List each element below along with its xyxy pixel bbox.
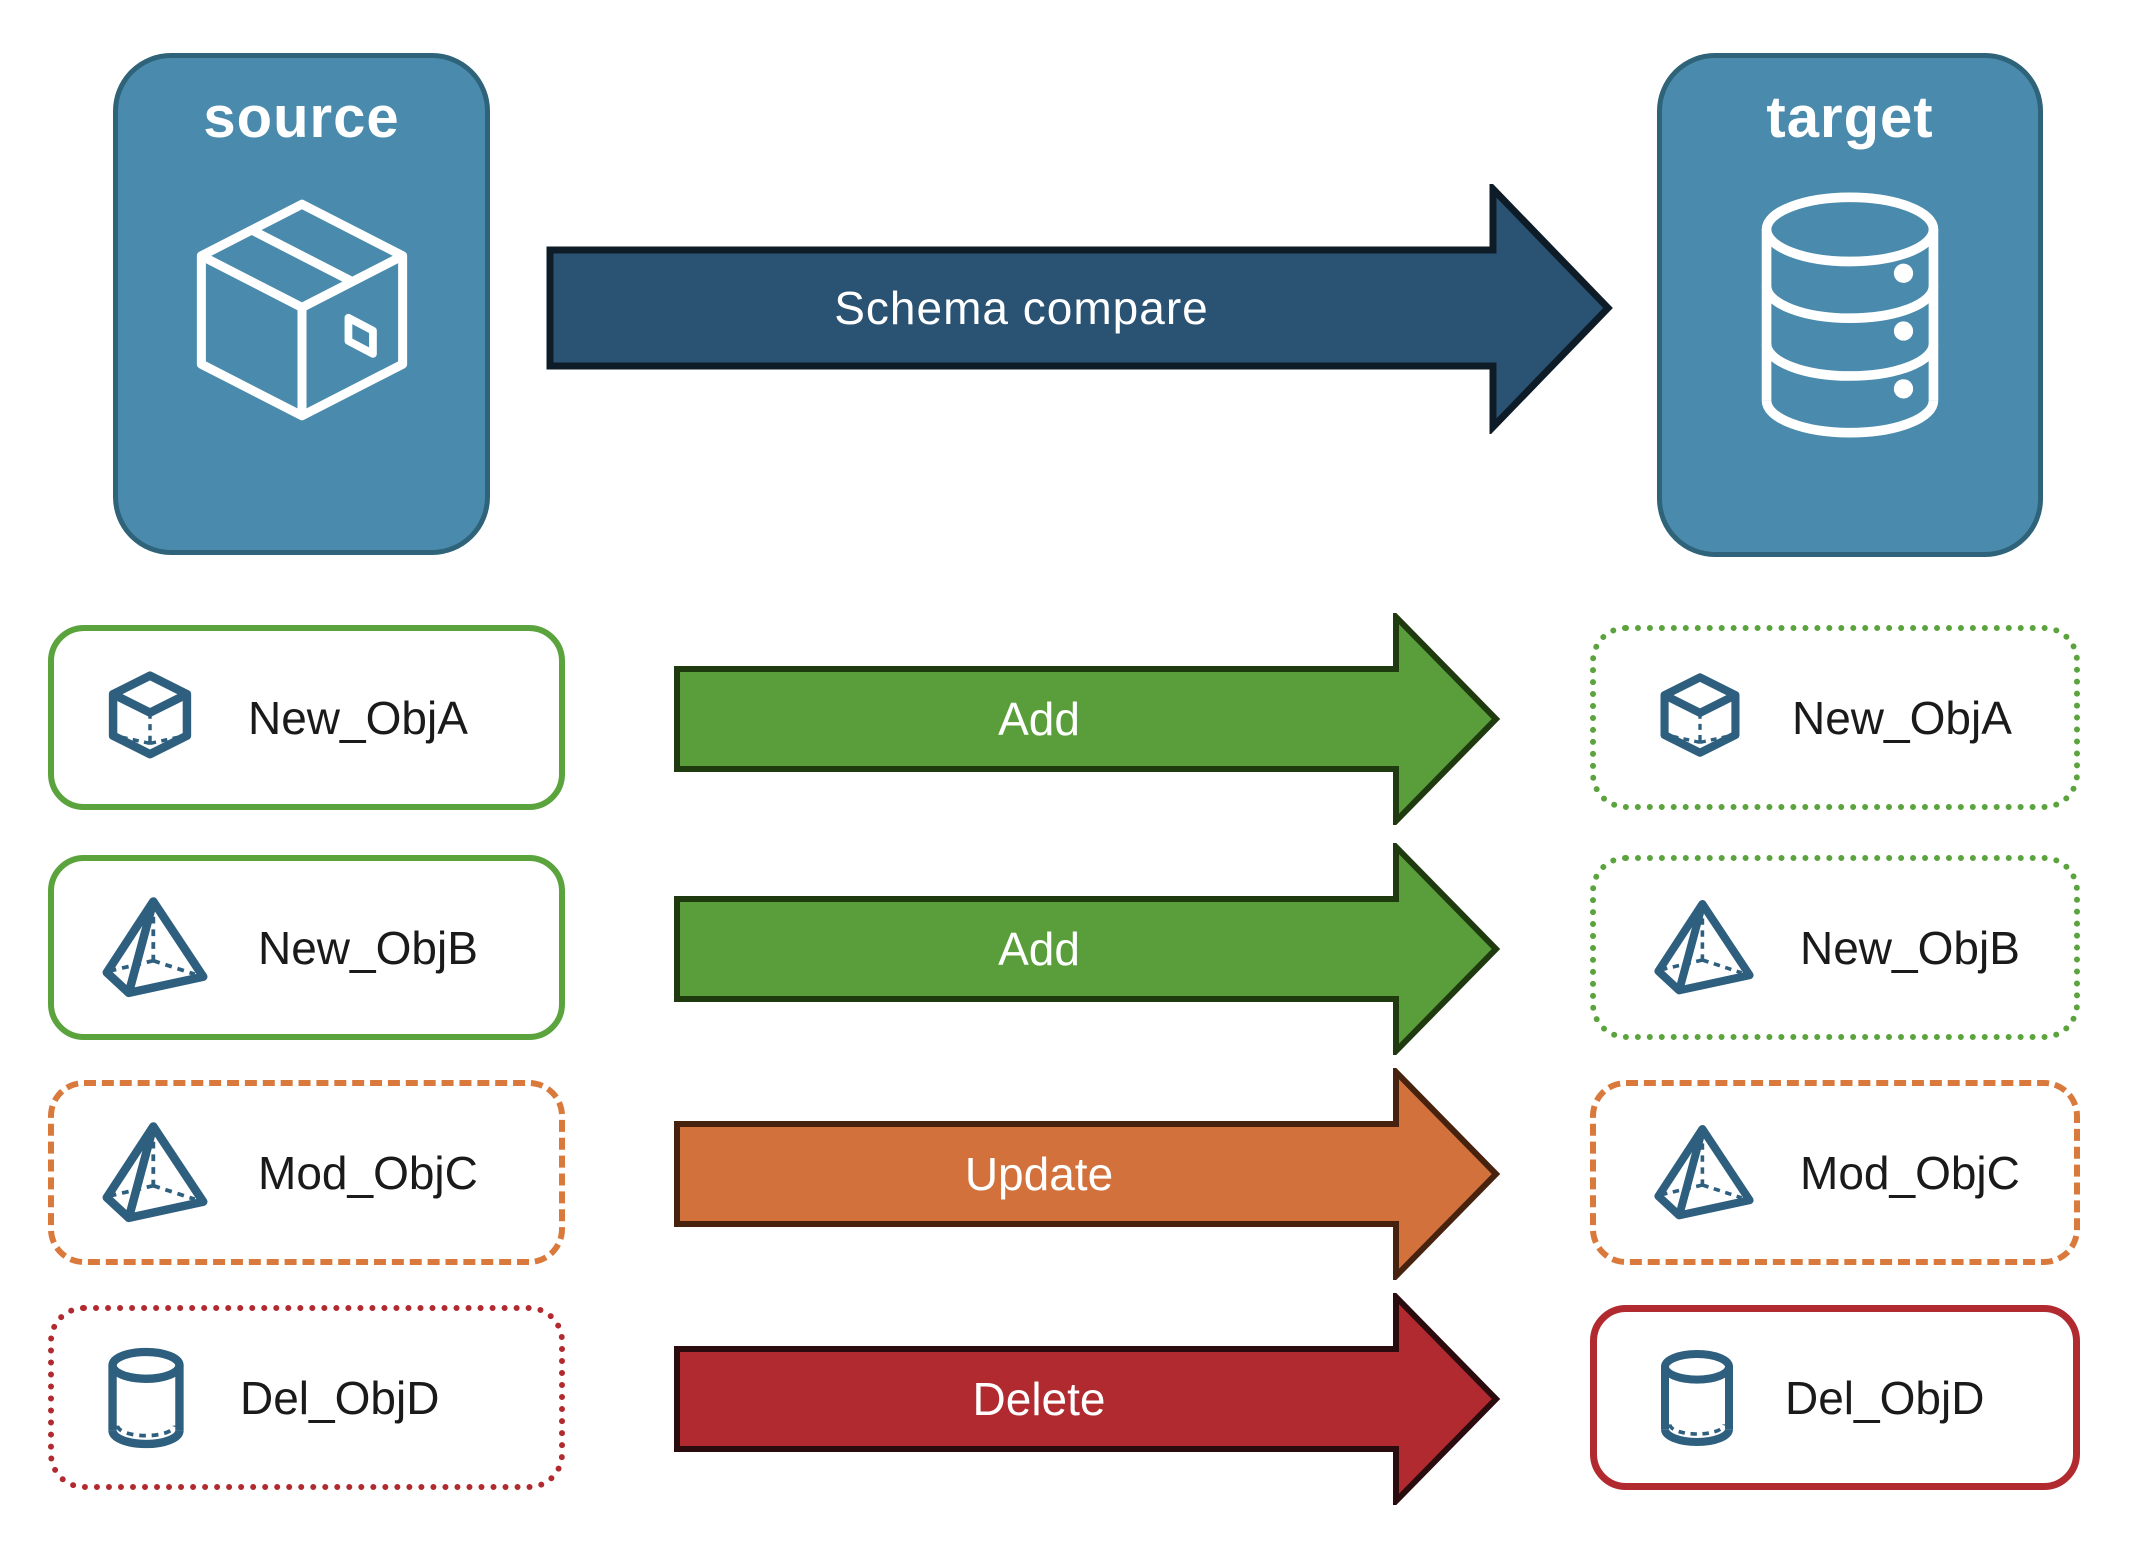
schema-compare-arrow	[546, 180, 1618, 436]
target-object-card-del-objd: Del_ObjD	[1590, 1305, 2080, 1490]
object-label: Del_ObjD	[1785, 1371, 1985, 1424]
cylinder-icon	[100, 1343, 192, 1453]
pyramid-icon	[1652, 1119, 1756, 1227]
add-arrow-label: Add	[998, 693, 1080, 745]
target-object-card-new-obja: New_ObjA	[1590, 625, 2080, 810]
object-label: New_ObjB	[258, 921, 478, 974]
delete-arrow-label: Delete	[972, 1373, 1106, 1425]
schema-compare-arrow-label: Schema compare	[834, 282, 1209, 334]
source-title: source	[203, 85, 400, 150]
update-arrow	[674, 1064, 1504, 1284]
cylinder-icon	[1653, 1345, 1741, 1451]
cube-icon	[1652, 663, 1748, 773]
add-arrow	[674, 839, 1504, 1059]
package-icon	[168, 181, 436, 439]
target-node: target	[1657, 53, 2043, 557]
target-object-card-new-objb: New_ObjB	[1590, 855, 2080, 1040]
source-object-card-mod-objc: Mod_ObjC	[48, 1080, 565, 1265]
pyramid-icon	[100, 1116, 210, 1230]
source-object-card-del-objd: Del_ObjD	[48, 1305, 565, 1490]
object-label: New_ObjA	[1792, 691, 2012, 744]
delete-arrow	[674, 1289, 1504, 1509]
cube-icon	[100, 661, 200, 775]
add-arrow	[674, 609, 1504, 829]
object-label: Mod_ObjC	[1800, 1146, 2020, 1199]
target-title: target	[1766, 85, 1934, 150]
object-label: Mod_ObjC	[258, 1146, 478, 1199]
add-arrow-label: Add	[998, 923, 1080, 975]
target-object-card-mod-objc: Mod_ObjC	[1590, 1080, 2080, 1265]
source-node: source	[113, 53, 490, 555]
pyramid-icon	[100, 891, 210, 1005]
object-label: New_ObjA	[248, 691, 468, 744]
object-label: Del_ObjD	[240, 1371, 440, 1424]
pyramid-icon	[1652, 894, 1756, 1002]
source-object-card-new-obja: New_ObjA	[48, 625, 565, 810]
object-label: New_ObjB	[1800, 921, 2020, 974]
database-icon	[1743, 181, 1957, 449]
update-arrow-label: Update	[964, 1148, 1114, 1200]
source-object-card-new-objb: New_ObjB	[48, 855, 565, 1040]
